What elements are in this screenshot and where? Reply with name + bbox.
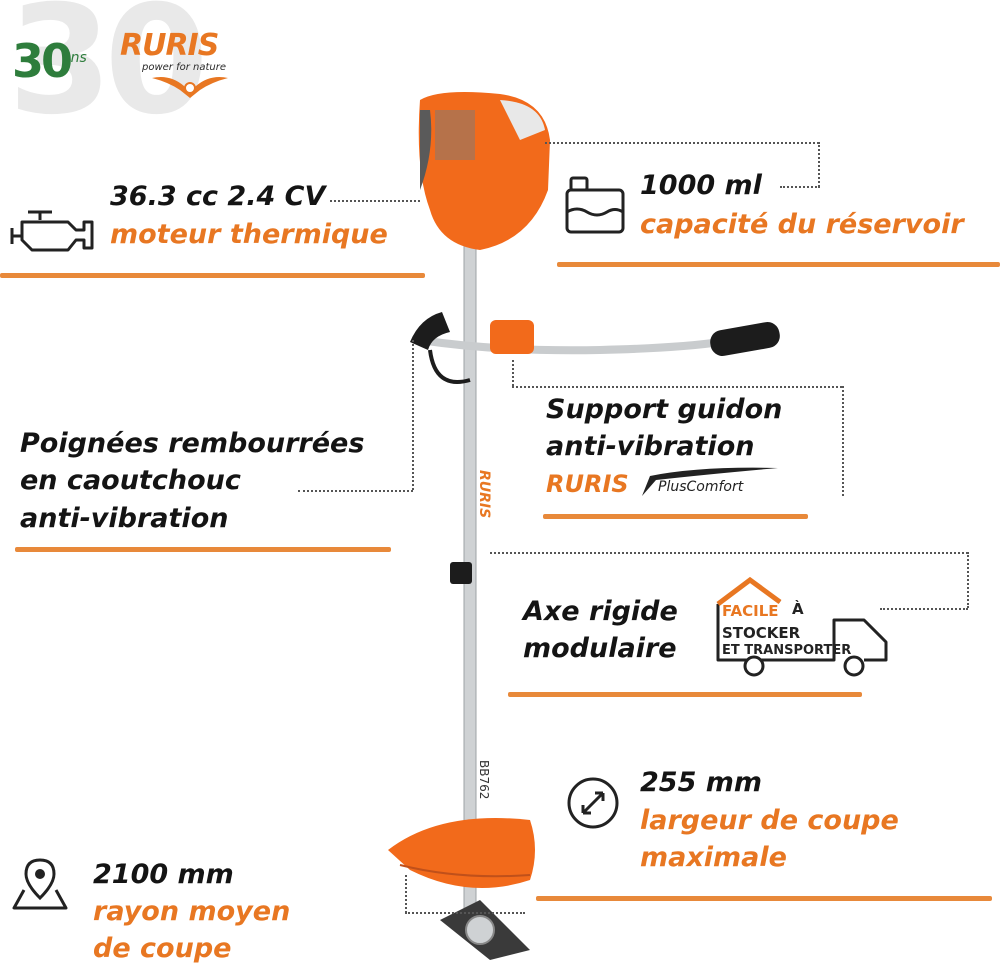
handlebar-line1: Support guidon [546, 394, 783, 425]
tank-value: 1000 ml [640, 170, 762, 201]
cutting-radius-line2: de coupe [93, 933, 232, 964]
tank-leader-h [545, 142, 819, 144]
handles-leader-h [298, 490, 413, 492]
eagle-emblem-icon [152, 77, 228, 98]
brand-logo: 30 30 ans RURIS power for nature [0, 0, 280, 140]
anniversary-word: ans [62, 50, 87, 66]
handles-line2: en caoutchouc [20, 465, 241, 496]
handles-line3: anti-vibration [20, 503, 229, 534]
engine-label: moteur thermique [110, 219, 388, 250]
badge-line3: ET TRANSPORTER [722, 643, 852, 658]
handlebar-underline [543, 514, 808, 519]
engine-leader [330, 200, 420, 203]
cutting-radius-line1: rayon moyen [93, 896, 291, 927]
fuel-tank-icon [565, 176, 625, 234]
cutting-width-leader-v [405, 875, 407, 913]
plus-comfort-swoosh-icon [642, 467, 778, 496]
diagonal-arrows-icon [567, 777, 619, 829]
badge-line1b: À [792, 600, 804, 618]
tank-leader-h2 [780, 186, 820, 188]
tank-label: capacité du réservoir [640, 209, 964, 240]
anniversary-number: 30 [12, 34, 73, 88]
shaft-leader-h [490, 552, 968, 554]
handles-line1: Poignées rembourrées [20, 428, 365, 459]
shaft-underline [508, 692, 862, 697]
engine-icon [10, 210, 94, 252]
badge-line2: STOCKER [722, 624, 801, 642]
engine-underline [0, 273, 425, 278]
cutting-width-line2: maximale [640, 842, 787, 873]
shaft-line2: modulaire [523, 633, 677, 664]
brush-cutter-illustration: RURIS BB762 [388, 92, 780, 960]
handlebar [416, 336, 724, 355]
handlebar-line2: anti-vibration [546, 431, 755, 462]
ruris-logo-tagline: power for nature [142, 62, 227, 73]
shaft-line1: Axe rigide [523, 596, 678, 627]
svg-text:BB762: BB762 [477, 760, 491, 799]
tank-leader-v [818, 142, 820, 187]
blade-guard [388, 818, 535, 888]
handles-underline [15, 547, 391, 552]
map-pin-icon [12, 858, 68, 910]
house-truck-icon [716, 576, 888, 677]
plus-comfort-brand: RURIS [546, 470, 629, 498]
anniversary-watermark: 30 [8, 0, 209, 148]
cutting-width-value: 255 mm [640, 767, 763, 798]
handlebar-leader-h [512, 386, 842, 388]
shaft-leader-v [967, 552, 969, 608]
engine-value: 36.3 cc 2.4 CV [110, 181, 326, 212]
cutting-width-line1: largeur de coupe [640, 805, 899, 836]
plus-comfort-suffix: PlusComfort [658, 479, 744, 495]
cutting-width-underline [536, 896, 992, 901]
badge-line1: FACILE [722, 602, 779, 620]
shaft-leader-h2 [880, 608, 968, 610]
handles-leader-v [412, 340, 414, 490]
cutting-radius-value: 2100 mm [93, 859, 234, 890]
cutting-width-leader-h [405, 912, 525, 914]
handlebar-leader-v2 [842, 386, 844, 496]
svg-text:RURIS: RURIS [476, 470, 492, 518]
ruris-logo-name: RURIS [120, 28, 219, 63]
handlebar-leader-v [512, 360, 514, 386]
tank-underline [557, 262, 1000, 267]
